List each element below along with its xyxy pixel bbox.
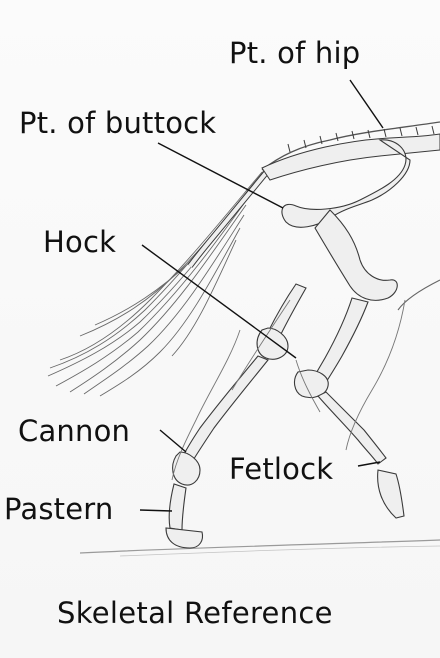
pastern-left bbox=[168, 483, 187, 531]
ground-shadow bbox=[119, 545, 440, 557]
label-pastern: Pastern bbox=[4, 492, 114, 526]
caption: Skeletal Reference bbox=[57, 596, 333, 630]
fetlock-left bbox=[172, 451, 201, 486]
hoof-right bbox=[377, 469, 405, 519]
body-outline bbox=[261, 121, 440, 171]
leader-lines bbox=[139, 79, 384, 512]
leader-cannon bbox=[159, 429, 187, 453]
leader-hip bbox=[349, 79, 384, 129]
cannon-bone-left bbox=[181, 355, 269, 463]
ground-line bbox=[79, 539, 440, 554]
hoof-left bbox=[165, 527, 204, 549]
tail-vertebrae bbox=[187, 166, 273, 268]
leg-contours bbox=[171, 299, 406, 481]
leader-hock bbox=[141, 244, 297, 359]
label-fetlock: Fetlock bbox=[229, 452, 334, 486]
leg-left-upper bbox=[267, 283, 307, 337]
tail bbox=[47, 165, 269, 397]
belly-outline bbox=[397, 279, 440, 311]
label-point-of-buttock: Pt. of buttock bbox=[19, 106, 217, 140]
leader-buttock bbox=[157, 142, 284, 209]
leader-pastern bbox=[139, 509, 173, 512]
label-hock: Hock bbox=[43, 225, 117, 259]
cannon-bone-right bbox=[317, 391, 387, 465]
femur bbox=[314, 209, 398, 301]
label-point-of-hip: Pt. of hip bbox=[229, 36, 361, 70]
leader-fetlock bbox=[357, 461, 381, 467]
label-cannon: Cannon bbox=[18, 414, 131, 448]
